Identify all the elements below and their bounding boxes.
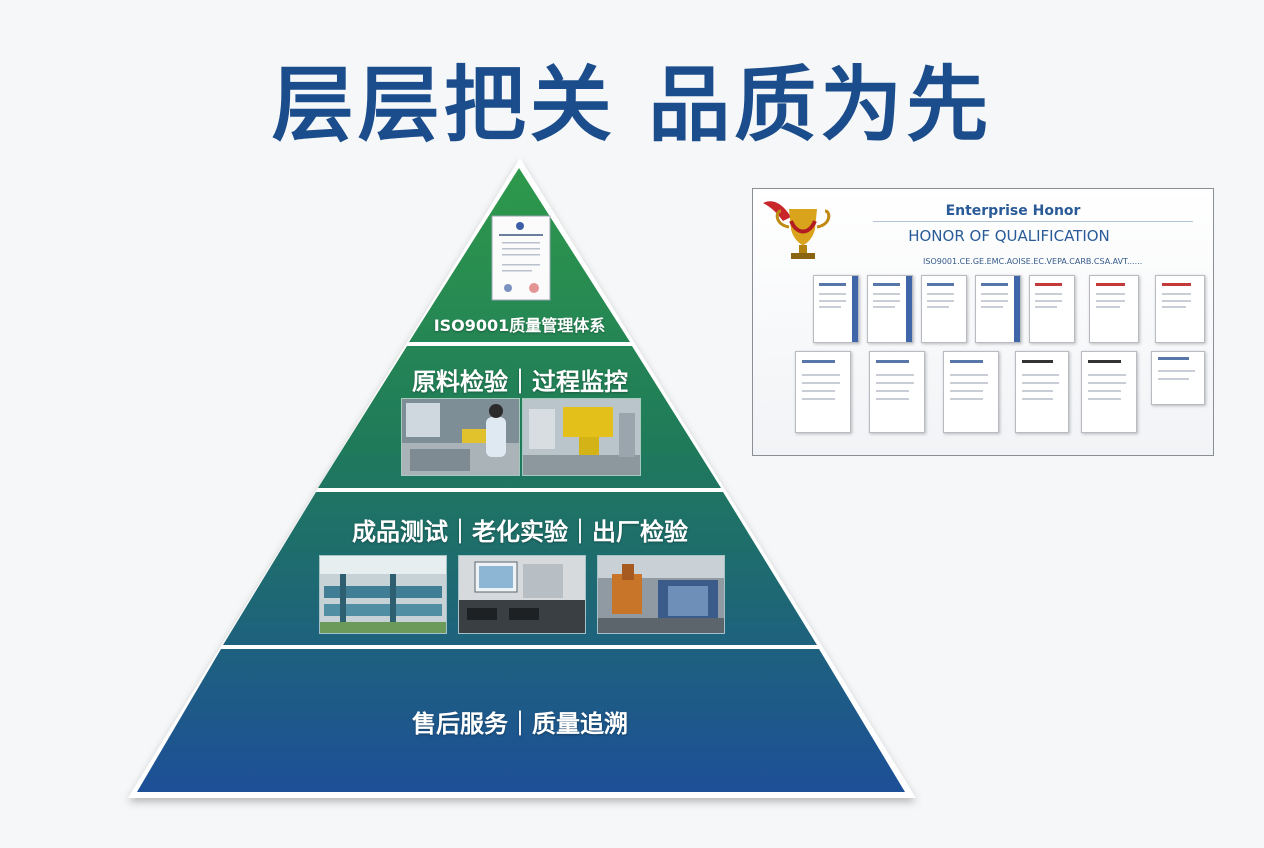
product-testing-photo <box>319 555 447 634</box>
certificate-card <box>867 275 913 343</box>
tier1-label: ISO9001质量管理体系 <box>433 316 606 335</box>
pyramid-tier-4 <box>137 649 905 792</box>
enterprise-honor-panel: Enterprise Honor HONOR OF QUALIFICATION … <box>752 188 1214 456</box>
honor-title: Enterprise Honor <box>945 203 1081 219</box>
tier4-label: 售后服务｜质量追溯 <box>412 710 628 738</box>
honor-subtitle: HONOR OF QUALIFICATION <box>908 227 1110 245</box>
certificate-card <box>943 351 999 433</box>
honor-divider <box>873 221 1193 222</box>
page-headline: 层层把关 品质为先 <box>271 58 993 153</box>
certificate-card <box>869 351 925 433</box>
certification-list: ISO9001.CE.GE.EMC.AOISE.EC.VEPA.CARB.CSA… <box>923 257 1143 266</box>
certificate-card <box>1029 275 1075 343</box>
certificate-card <box>1155 275 1205 343</box>
certificate-card <box>813 275 859 343</box>
tier3-label: 成品测试｜老化实验｜出厂检验 <box>352 518 688 546</box>
process-monitoring-photo <box>522 398 641 476</box>
tier2-label: 原料检验｜过程监控 <box>412 368 628 396</box>
trophy-icon <box>763 201 831 259</box>
factory-inspection-photo <box>597 555 725 634</box>
certificate-card <box>1089 275 1139 343</box>
certificate-card <box>1081 351 1137 433</box>
certificate-card <box>1151 351 1205 405</box>
aging-test-photo <box>458 555 586 634</box>
certificate-card <box>795 351 851 433</box>
raw-material-inspection-photo <box>401 398 520 476</box>
certificate-card <box>921 275 967 343</box>
certificate-card <box>1015 351 1069 433</box>
certificate-card <box>975 275 1021 343</box>
iso9001-certificate-image <box>491 215 551 301</box>
